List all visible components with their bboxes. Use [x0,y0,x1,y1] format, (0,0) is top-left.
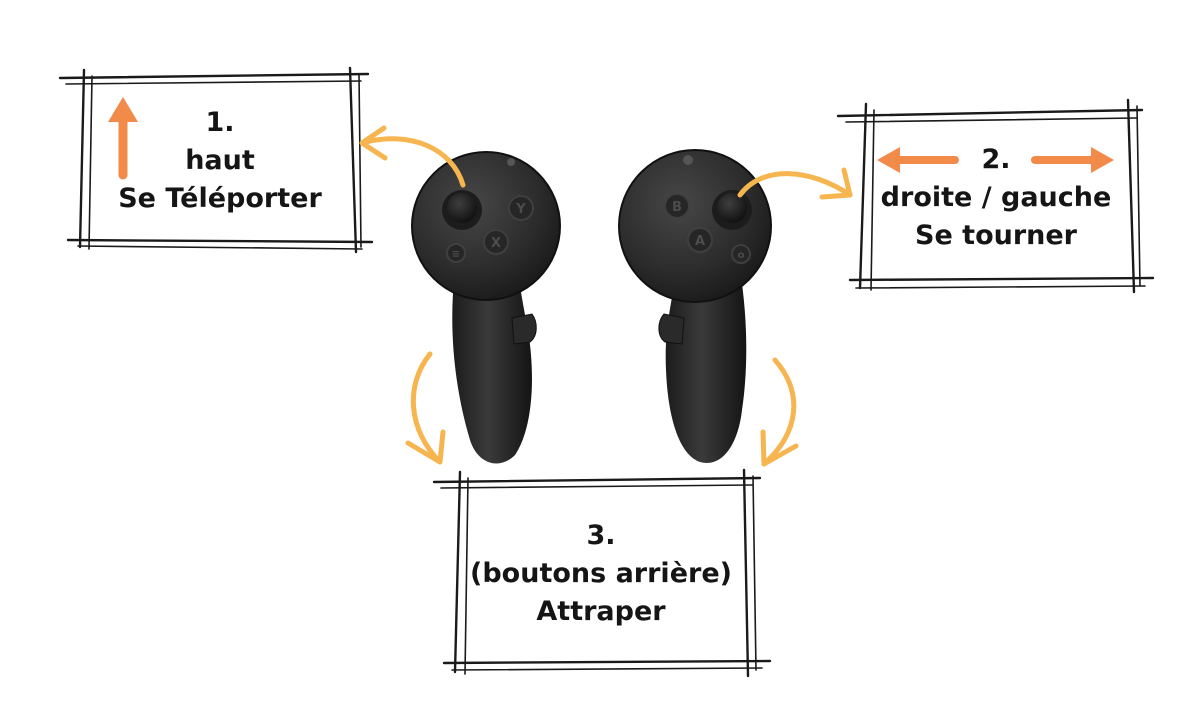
menu-button-label: ≡ [452,249,460,260]
x-button-icon: X [483,229,509,255]
turn-box-frame [836,98,1155,294]
thumbstick-right-pointer-arrow-icon [737,167,853,200]
turn-direction: droite / gauche [880,182,1112,213]
grab-direction: (boutons arrière) [470,558,732,589]
grip-left-pointer-arrow-icon [405,351,446,465]
x-button-label: X [491,236,501,251]
right-arrow-icon [1031,147,1114,173]
right-controller-face [619,150,771,302]
right-thumbstick-icon [712,190,752,230]
left-controller-face [412,152,560,300]
left-arrow-icon [877,147,959,173]
right-tracking-dot-icon [683,155,693,165]
a-button-label: A [695,234,705,249]
grab-number: 3. [586,520,616,551]
right-controller-grip [665,270,747,463]
oculus-button-label: o [738,250,745,261]
menu-button-icon: ≡ [446,243,466,263]
left-controller: Y X ≡ [411,151,561,464]
grab-box-frame [432,468,772,678]
turn-action: Se tourner [915,220,1077,251]
right-trigger [658,313,685,345]
left-trigger [511,313,537,345]
turn-number: 2. [981,144,1011,175]
teleport-action: Se Téléporter [118,183,322,214]
turn-label: 2. droite / gauche Se tourner [872,141,1120,255]
up-arrow-icon [108,97,138,180]
grip-right-pointer-arrow-icon [760,357,799,467]
left-thumbstick-icon [442,190,482,230]
b-button-label: B [672,200,682,215]
a-button-icon: A [687,227,713,253]
teleport-number: 1. [205,107,235,138]
teleport-direction: haut [185,145,255,176]
teleport-label: 1. haut Se Téléporter [100,104,340,218]
y-button-icon: Y [508,195,534,221]
grab-action: Attraper [536,596,666,627]
teleport-box-frame [58,66,374,254]
left-tracking-dot-icon [507,158,515,166]
grab-label: 3. (boutons arrière) Attraper [456,517,746,631]
oculus-button-icon: o [731,244,751,264]
b-button-icon: B [664,193,690,219]
thumbstick-left-pointer-arrow-icon [359,125,466,188]
y-button-label: Y [515,202,526,217]
right-controller: B A o [618,149,772,463]
